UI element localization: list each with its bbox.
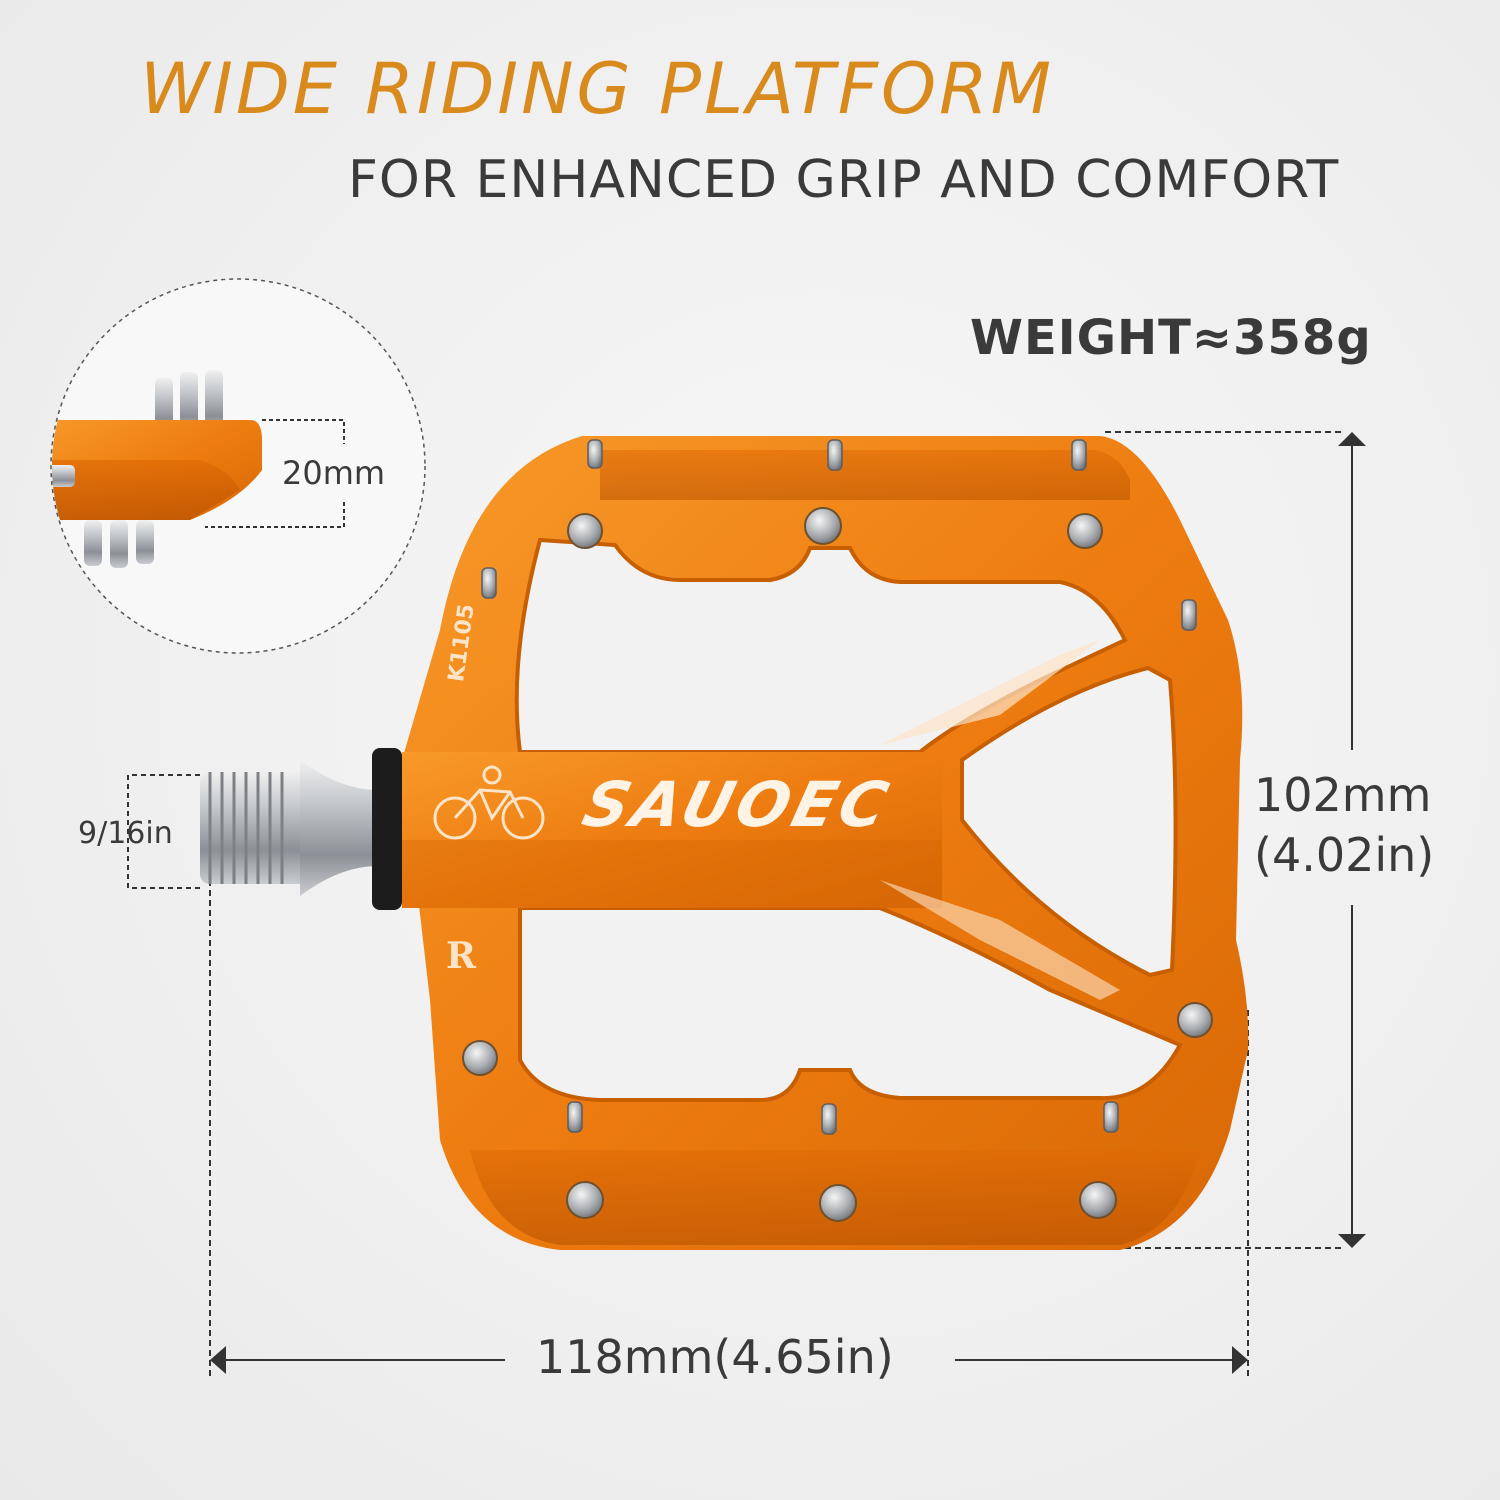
dimension-lines <box>127 431 1366 1378</box>
width-label: 118mm(4.65in) <box>536 1330 894 1384</box>
thickness-label: 20mm <box>282 454 386 492</box>
pedal-spindle <box>200 748 402 910</box>
headline-subtitle: FOR ENHANCED GRIP AND COMFORT <box>348 150 1340 210</box>
headline-title: WIDE RIDING PLATFORM <box>140 48 1055 130</box>
thread-label: 9/16in <box>78 816 173 851</box>
side-mark: R <box>446 935 476 977</box>
hex-bolts <box>462 507 1213 1222</box>
height-in-label: (4.02in) <box>1254 828 1435 882</box>
height-mm-label: 102mm <box>1254 768 1432 822</box>
brand-logo: SAUOEC <box>575 768 899 841</box>
weight-spec: WEIGHT≈358g <box>970 310 1372 366</box>
traction-pins <box>481 439 1197 1135</box>
zoom-inset <box>50 278 426 654</box>
